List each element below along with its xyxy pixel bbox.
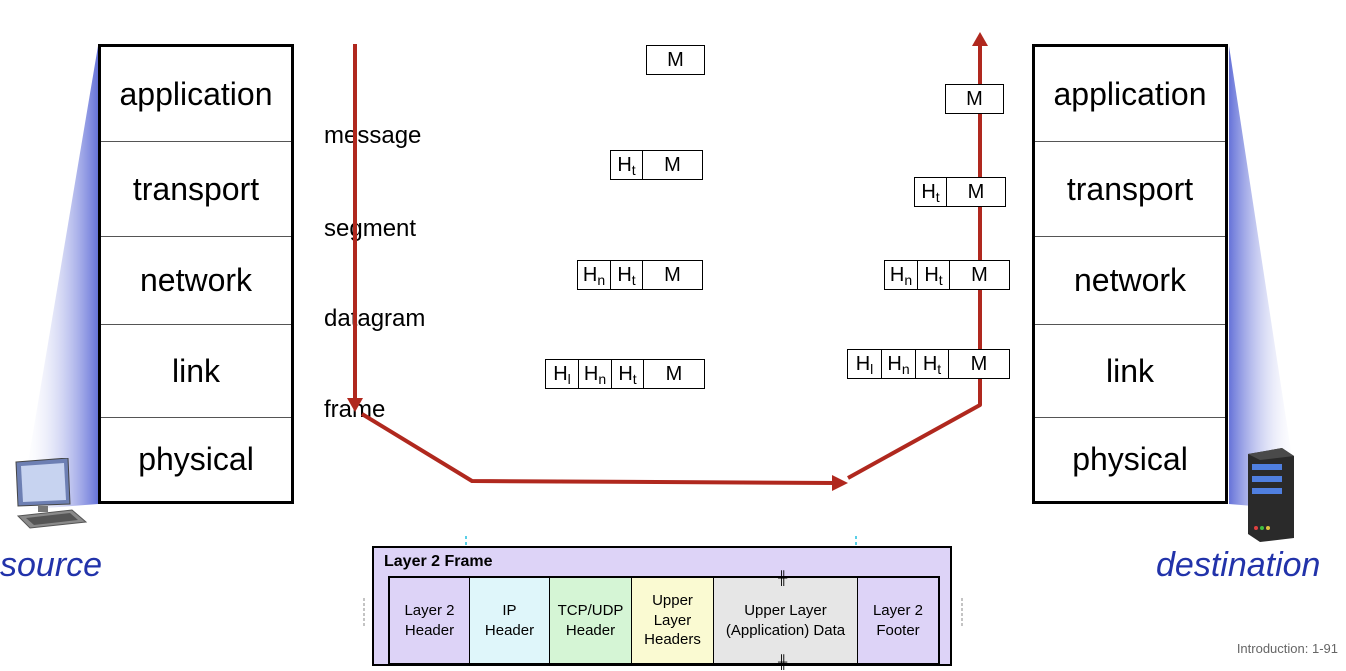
- layer2-frame-diagram: Layer 2 Frame Layer 2 Header IP Header T…: [372, 546, 952, 669]
- source-label: source: [0, 546, 103, 584]
- source-layer-transport: transport: [101, 142, 291, 237]
- payload-cell: M: [664, 153, 681, 176]
- payload-cell: M: [966, 87, 983, 110]
- dest-layer-application: application: [1035, 47, 1225, 142]
- frame-field-upper-layer-data: Upper Layer (Application) Data ╫ ╫: [714, 570, 858, 669]
- payload-cell: M: [664, 263, 681, 286]
- right-arrow-head: [832, 475, 848, 491]
- physical-path-line: [360, 412, 837, 485]
- source-layer-application: application: [101, 47, 291, 142]
- break-mark-top: ╫: [778, 570, 788, 585]
- source-layer-link: link: [101, 325, 291, 418]
- frame-title: Layer 2 Frame: [384, 553, 493, 570]
- pdu-label-datagram: datagram: [324, 305, 426, 332]
- source-layer-physical: physical: [138, 441, 254, 477]
- payload-cell: M: [665, 362, 683, 385]
- frame-field-layer2-footer: Layer 2 Footer: [858, 578, 938, 663]
- frame-field-tcp-udp-header: TCP/UDP Header: [550, 578, 632, 663]
- frame-field-layer2-header: Layer 2 Header: [390, 578, 470, 663]
- payload-cell: M: [970, 352, 988, 375]
- slide-footer: Introduction: 1-91: [1236, 641, 1338, 656]
- frame-field-upper-layer-headers: Upper Layer Headers: [632, 578, 714, 663]
- dest-layer-link: link: [1035, 325, 1225, 418]
- pdu-label-segment: segment: [324, 215, 417, 242]
- break-mark-bottom: ╫: [778, 654, 788, 670]
- destination-label: destination: [1156, 546, 1321, 584]
- payload-cell: M: [967, 180, 985, 203]
- frame-fields: Layer 2 Header IP Header TCP/UDP Header …: [388, 570, 940, 669]
- pdu-label-message: message: [324, 122, 422, 149]
- payload-cell: M: [971, 263, 988, 286]
- server-icon: [1248, 448, 1294, 542]
- laptop-icon: [15, 458, 88, 529]
- dest-layer-physical: physical: [1072, 441, 1188, 477]
- source-layer-network: network: [101, 237, 291, 325]
- dest-layer-network: network: [1035, 237, 1225, 325]
- source-protocol-stack: application transport network link physi…: [98, 44, 294, 504]
- upward-arrow-line: [847, 42, 982, 480]
- dest-message-pdu: M: [945, 84, 1004, 114]
- payload-cell: M: [667, 48, 684, 71]
- dest-layer-transport: transport: [1035, 142, 1225, 237]
- destination-protocol-stack: application transport network link physi…: [1032, 44, 1228, 504]
- source-message-pdu: M: [646, 45, 705, 75]
- up-arrow-head: [972, 32, 988, 46]
- down-arrow-head: [347, 398, 363, 412]
- frame-field-ip-header: IP Header: [470, 578, 550, 663]
